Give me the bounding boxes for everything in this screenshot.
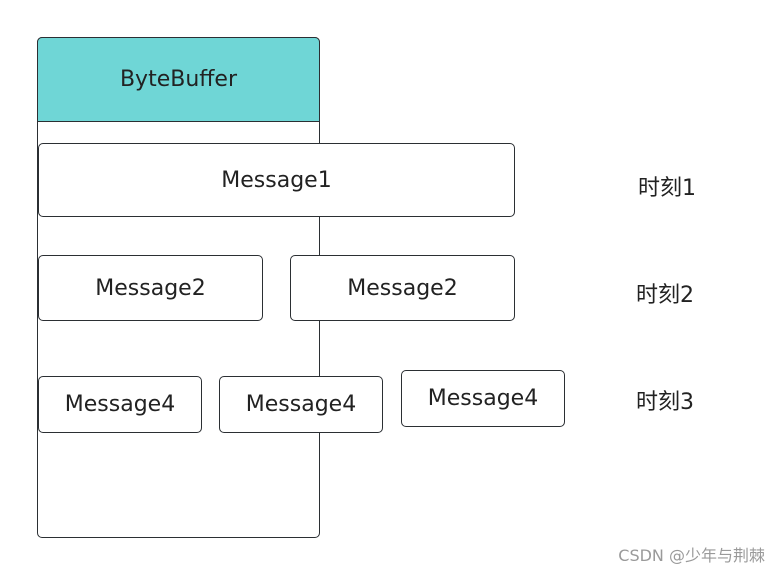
message-label: Message4 xyxy=(64,392,176,417)
message-box-m3-3: Message4 xyxy=(401,370,565,427)
message-label: Message2 xyxy=(347,275,458,301)
moment-label-2: 时刻2 xyxy=(636,283,694,308)
watermark: CSDN @少年与荆棘 xyxy=(618,546,765,565)
bytebuffer-header: ByteBuffer xyxy=(37,37,320,122)
message-box-m1-1: Message1 xyxy=(38,143,515,217)
moment-label-1: 时刻1 xyxy=(638,176,696,201)
bytebuffer-label: ByteBuffer xyxy=(119,67,238,92)
message-box-m3-1: Message4 xyxy=(38,376,202,433)
message-label: Message4 xyxy=(245,392,357,417)
message-box-m3-2: Message4 xyxy=(219,376,383,433)
moment-label-3: 时刻3 xyxy=(636,390,694,415)
message-box-m2-2: Message2 xyxy=(290,255,515,321)
message-label: Message2 xyxy=(95,275,206,301)
message-label: Message4 xyxy=(427,386,539,411)
message-label: Message1 xyxy=(221,167,332,193)
message-box-m2-1: Message2 xyxy=(38,255,263,321)
